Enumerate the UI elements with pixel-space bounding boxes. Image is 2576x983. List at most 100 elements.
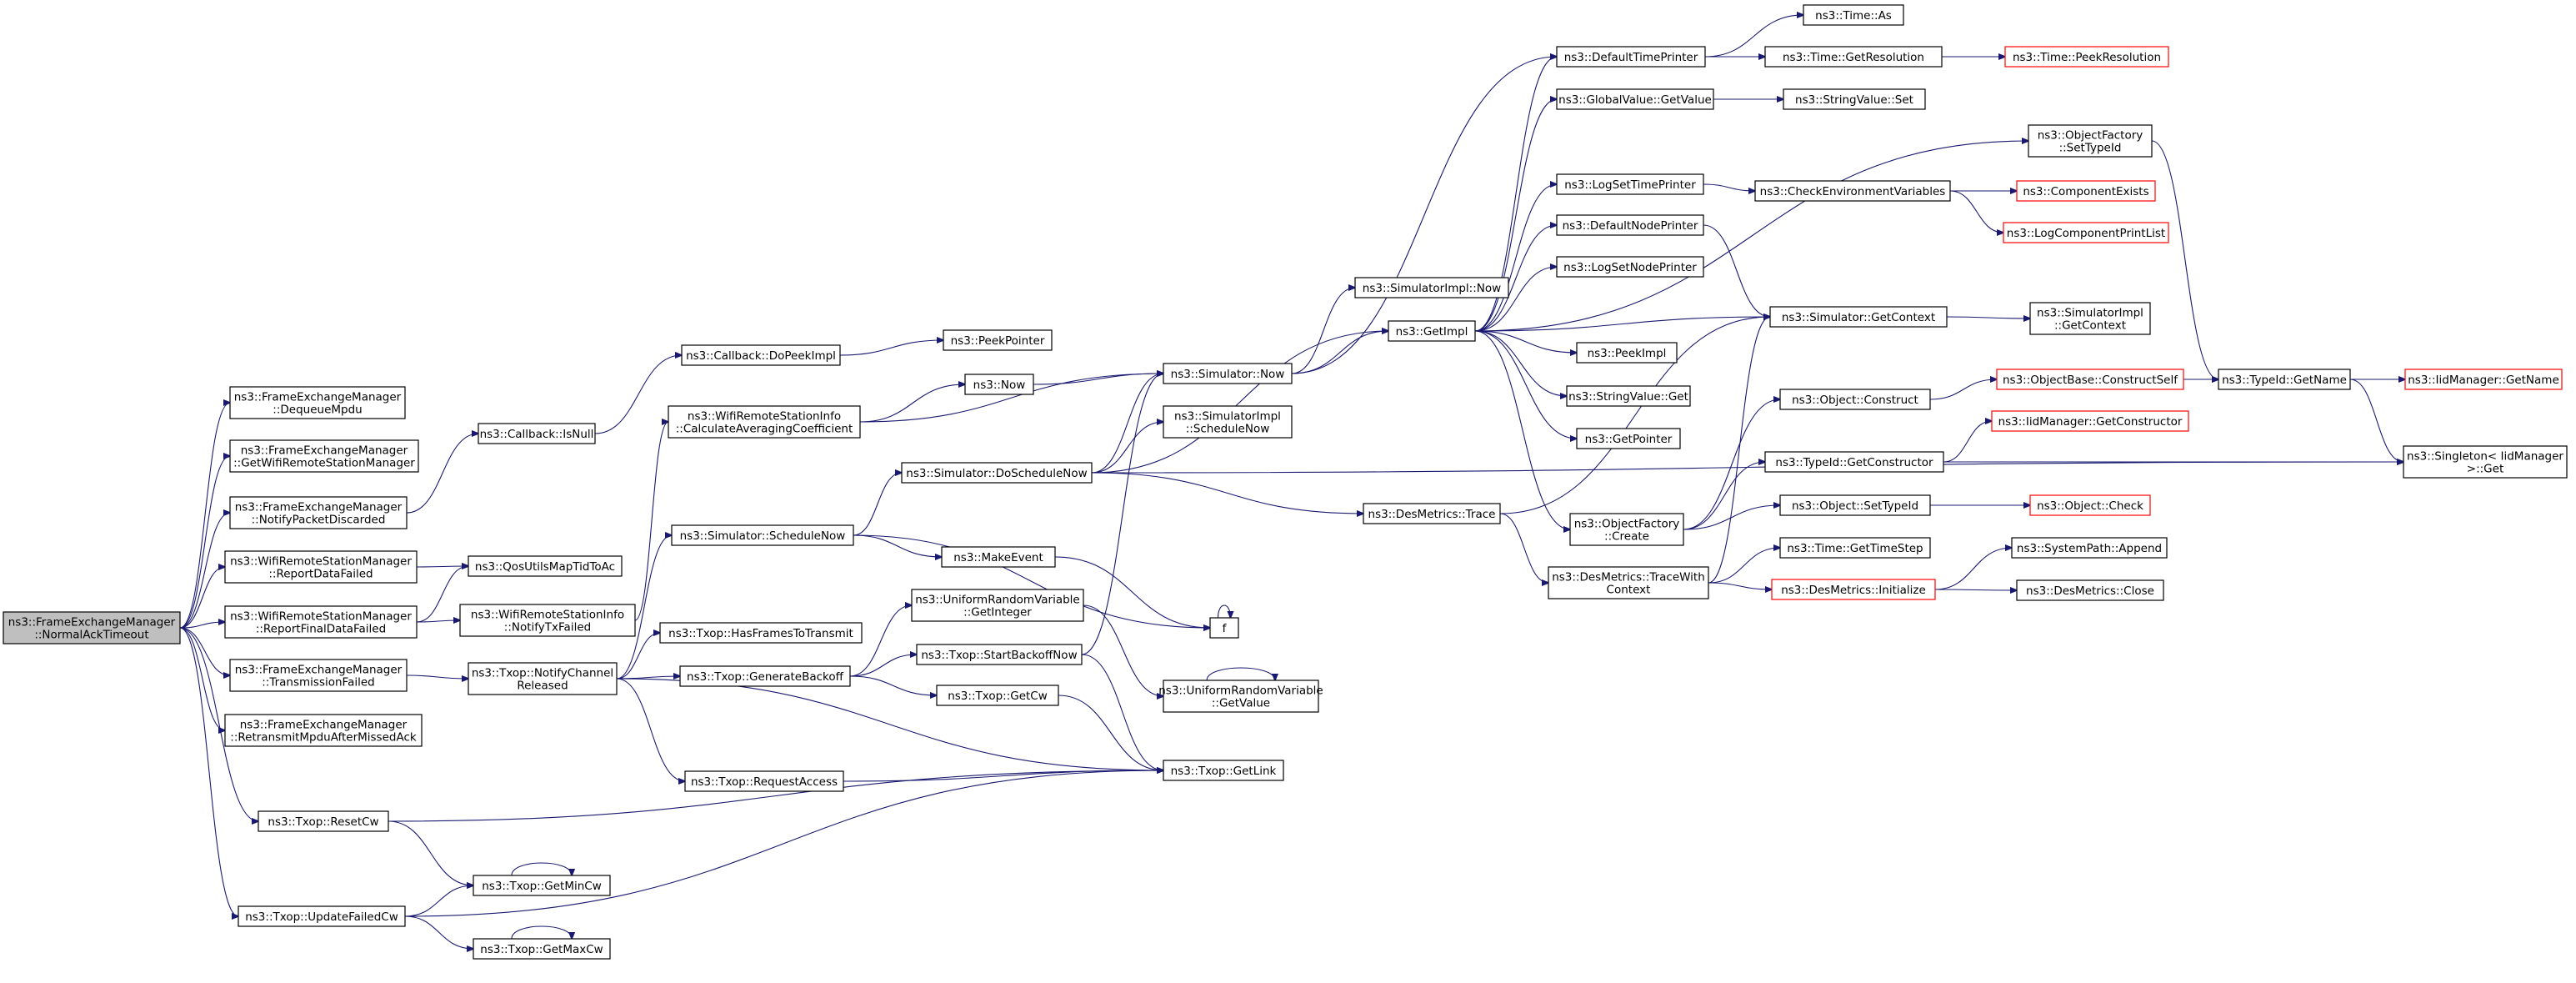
edge-line [1474, 141, 2028, 332]
node-urvgetint[interactable]: ns3::UniformRandomVariable::GetInteger [911, 589, 1084, 622]
node-cbisnull[interactable]: ns3::Callback::IsNull [478, 423, 596, 444]
node-objconstruct[interactable]: ns3::Object::Construct [1779, 389, 1931, 410]
node-startbackoff[interactable]: ns3::Txop::StartBackoffNow [916, 644, 1083, 665]
node-reportdf[interactable]: ns3::WifiRemoteStationManager::ReportDat… [224, 550, 418, 584]
node-timegetres[interactable]: ns3::Time::GetResolution [1764, 46, 1943, 68]
node-label: ns3::Txop::UpdateFailedCw [245, 910, 398, 924]
node-dopeek[interactable]: ns3::Callback::DoPeekImpl [681, 344, 841, 366]
node-ofcreate[interactable]: ns3::ObjectFactory::Create [1569, 513, 1684, 546]
edge-getimpl-to-simgetctx [1474, 317, 1770, 332]
node-tidgetname[interactable]: ns3::TypeId::GetName [2218, 369, 2351, 390]
node-tidgetctor[interactable]: ns3::TypeId::GetConstructor [1764, 451, 1944, 473]
node-label: ns3::ObjectBase::ConstructSelf [2003, 374, 2178, 387]
node-box [943, 329, 1053, 351]
node-box [1556, 173, 1704, 195]
node-simimplctx[interactable]: ns3::SimulatorImpl::GetContext [2029, 302, 2151, 335]
node-box [2403, 445, 2568, 479]
node-iidgetctor[interactable]: ns3::IidManager::GetConstructor [1991, 410, 2189, 432]
node-desmclose[interactable]: ns3::DesMetrics::Close [2016, 579, 2164, 601]
node-resetcw[interactable]: ns3::Txop::ResetCw [258, 810, 389, 832]
node-box [468, 662, 618, 695]
edge-genbackoff-to-startbackoff [849, 654, 917, 677]
edge-line [1083, 604, 1163, 696]
edge-line [1091, 331, 1388, 474]
node-ofsettypeid[interactable]: ns3::ObjectFactory::SetTypeId [2028, 124, 2153, 158]
node-box [1548, 566, 1709, 599]
node-compexists[interactable]: ns3::ComponentExists [2016, 180, 2156, 202]
node-f[interactable]: f [1209, 617, 1239, 639]
node-timeas[interactable]: ns3::Time::As [1803, 4, 1904, 26]
node-timepeekres[interactable]: ns3::Time::PeekResolution [2004, 46, 2169, 68]
node-now[interactable]: ns3::Now [964, 374, 1034, 395]
node-updatefcw[interactable]: ns3::Txop::UpdateFailedCw [238, 905, 406, 927]
node-logsettp[interactable]: ns3::LogSetTimePrinter [1556, 173, 1704, 195]
node-getlink[interactable]: ns3::Txop::GetLink [1163, 760, 1284, 781]
node-hasframes[interactable]: ns3::Txop::HasFramesToTransmit [659, 622, 863, 644]
edge-desmtrace-to-desmtracewc [1499, 513, 1548, 583]
node-makeevent[interactable]: ns3::MakeEvent [941, 546, 1056, 568]
node-getimpl[interactable]: ns3::GetImpl [1388, 320, 1476, 342]
node-timestep[interactable]: ns3::Time::GetTimeStep [1779, 537, 1931, 559]
node-simimplsched[interactable]: ns3::SimulatorImpl::ScheduleNow [1163, 405, 1293, 439]
node-objsettypeid[interactable]: ns3::Object::SetTypeId [1779, 494, 1931, 516]
node-desminit[interactable]: ns3::DesMetrics::Initialize [1771, 579, 1936, 600]
node-dequeue[interactable]: ns3::FrameExchangeManager::DequeueMpdu [229, 386, 406, 419]
edge-line [1704, 15, 1803, 58]
edge-line [404, 885, 473, 917]
node-getcw[interactable]: ns3::Txop::GetCw [936, 685, 1059, 706]
node-simnow[interactable]: ns3::Simulator::Now [1163, 363, 1293, 384]
node-qosutils[interactable]: ns3::QosUtilsMapTidToAc [468, 555, 623, 577]
node-singleton[interactable]: ns3::Singleton< IidManager >::Get [2403, 445, 2568, 479]
node-simimplnow[interactable]: ns3::SimulatorImpl::Now [1354, 277, 1509, 298]
node-svget[interactable]: ns3::StringValue::Get [1566, 385, 1691, 407]
node-gvgetvalue[interactable]: ns3::GlobalValue::GetValue [1556, 88, 1714, 110]
node-getmincw[interactable]: ns3::Txop::GetMinCw [473, 875, 611, 896]
edge-reqaccess-to-getlink [843, 770, 1163, 782]
node-box [224, 550, 418, 584]
node-label: ns3::UniformRandomVariable [915, 594, 1080, 607]
node-urvgetval[interactable]: ns3::UniformRandomVariable::GetValue [1158, 680, 1323, 713]
node-iidgetname[interactable]: ns3::IidManager::GetName [2404, 369, 2563, 390]
node-label: ns3::Txop::HasFramesToTransmit [668, 627, 853, 640]
node-logcompprint[interactable]: ns3::LogComponentPrintList [2003, 222, 2169, 243]
node-checkenv[interactable]: ns3::CheckEnvironmentVariables [1754, 180, 1951, 202]
node-notifypd[interactable]: ns3::FrameExchangeManager::NotifyPacketD… [229, 496, 408, 529]
node-peekptr[interactable]: ns3::PeekPointer [943, 329, 1053, 351]
node-logsetnp[interactable]: ns3::LogSetNodePrinter [1556, 256, 1704, 278]
node-genbackoff[interactable]: ns3::Txop::GenerateBackoff [679, 665, 851, 687]
edge-line [616, 678, 685, 781]
node-doschednow[interactable]: ns3::Simulator::DoScheduleNow [901, 462, 1093, 484]
node-retransmit[interactable]: ns3::FrameExchangeManager::RetransmitMpd… [224, 714, 423, 747]
node-label: ::ReportFinalDataFailed [256, 623, 386, 636]
node-schednow[interactable]: ns3::Simulator::ScheduleNow [671, 524, 854, 546]
node-label: ns3::Simulator::DoScheduleNow [906, 467, 1087, 480]
node-getpointer[interactable]: ns3::GetPointer [1576, 428, 1681, 449]
node-reportfdf[interactable]: ns3::WifiRemoteStationManager::ReportFin… [224, 605, 418, 639]
node-calcavg[interactable]: ns3::WifiRemoteStationInfo::CalculateAve… [668, 405, 861, 439]
edge-calcavg-to-now [859, 384, 965, 423]
node-notifytxf[interactable]: ns3::WifiRemoteStationInfo::NotifyTxFail… [459, 604, 636, 637]
node-defnp[interactable]: ns3::DefaultNodePrinter [1556, 214, 1704, 236]
node-txfailed[interactable]: ns3::FrameExchangeManager::TransmissionF… [229, 659, 408, 692]
edge-line [1474, 330, 1577, 439]
node-reqaccess[interactable]: ns3::Txop::RequestAccess [684, 770, 844, 792]
node-label: ns3::Time::PeekResolution [2013, 51, 2161, 64]
node-sysappend[interactable]: ns3::SystemPath::Append [2011, 537, 2168, 559]
edge-line [1081, 374, 1163, 655]
edge-line [1058, 695, 1163, 770]
node-objcheck[interactable]: ns3::Object::Check [2029, 494, 2151, 516]
node-obconstruct[interactable]: ns3::ObjectBase::ConstructSelf [1996, 369, 2184, 390]
node-desmtrace[interactable]: ns3::DesMetrics::Trace [1363, 503, 1501, 524]
node-root[interactable]: ns3::FrameExchangeManager::NormalAckTime… [3, 611, 181, 644]
node-label: ::GetValue [1212, 697, 1270, 710]
node-peekimpl[interactable]: ns3::PeekImpl [1576, 342, 1678, 364]
node-getmaxcw[interactable]: ns3::Txop::GetMaxCw [473, 938, 611, 960]
node-label: ns3::FrameExchangeManager [8, 616, 176, 629]
node-label: ns3::SystemPath::Append [2017, 542, 2162, 555]
node-simgetctx[interactable]: ns3::Simulator::GetContext [1769, 306, 1948, 328]
node-deftp[interactable]: ns3::DefaultTimePrinter [1556, 46, 1706, 68]
node-getwifi[interactable]: ns3::FrameExchangeManager::GetWifiRemote… [229, 439, 419, 473]
node-svset[interactable]: ns3::StringValue::Set [1783, 88, 1926, 110]
